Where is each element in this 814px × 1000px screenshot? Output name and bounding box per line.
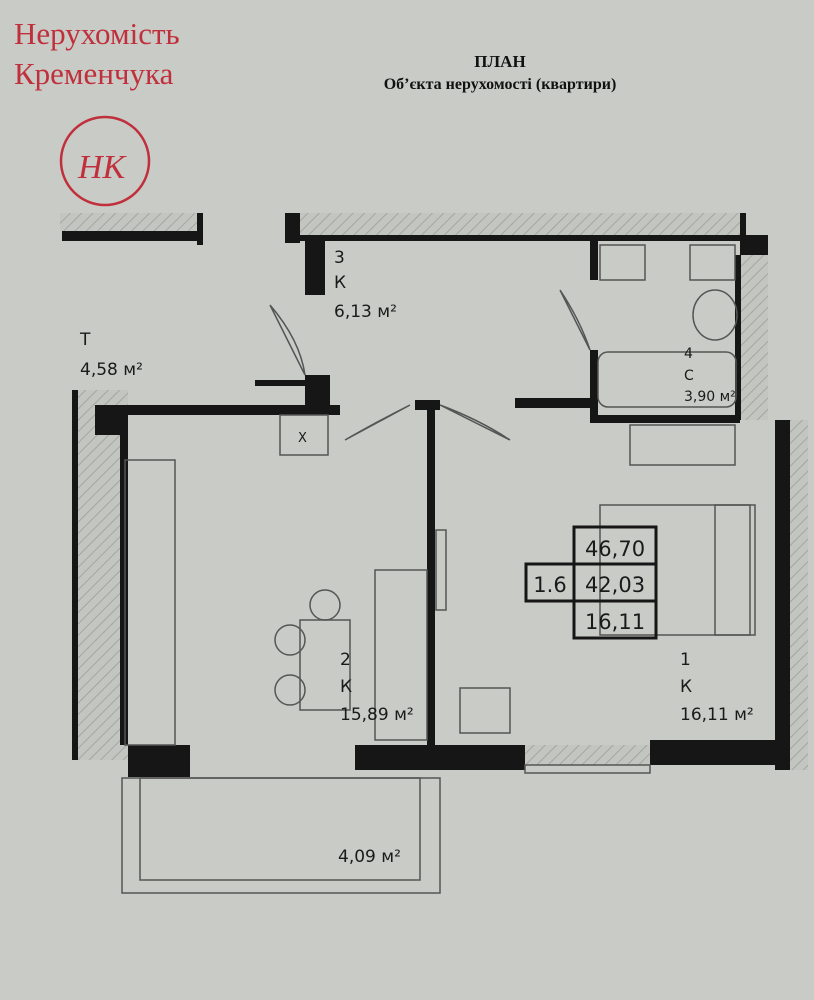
living-total: 42,03 (585, 573, 645, 597)
svg-text:6,13 м²: 6,13 м² (334, 302, 397, 322)
svg-text:3,90 м²: 3,90 м² (684, 389, 736, 405)
svg-text:К: К (334, 273, 346, 293)
fixtures (121, 244, 756, 894)
svg-text:15,89 м²: 15,89 м² (340, 705, 414, 725)
room-1-label: 1 К 16,11 м² (680, 650, 754, 725)
apartment-code: 1.6 (533, 573, 566, 597)
total-area: 46,70 (585, 537, 645, 561)
svg-text:16,11 м²: 16,11 м² (680, 705, 754, 725)
walls (62, 213, 790, 777)
svg-text:2: 2 (340, 650, 351, 670)
plan-subtitle: Об’єкта нерухомості (квартири) (383, 76, 617, 93)
walls-hatched (60, 213, 808, 770)
svg-text:К: К (680, 677, 692, 697)
svg-text:4: 4 (684, 346, 693, 362)
svg-text:К: К (340, 677, 352, 697)
room-2-label: 2 К 15,89 м² (340, 650, 414, 725)
summary-table (524, 525, 658, 640)
svg-text:3: 3 (334, 248, 345, 268)
plan-title: ПЛАН (474, 52, 526, 71)
balcony-label: 4,09 м² (338, 847, 401, 867)
watermark-line2: Кременчука (14, 56, 174, 91)
svg-text:T: T (79, 330, 91, 350)
svg-text:4,58 м²: 4,58 м² (80, 360, 143, 380)
terrace-label: T 4,58 м² (79, 330, 143, 380)
svg-text:С: С (684, 368, 694, 384)
room-3-label: 3 К 6,13 м² (334, 248, 397, 322)
svg-text:1: 1 (680, 650, 691, 670)
watermark-logo: НК (59, 115, 151, 207)
svg-text:НК: НК (77, 149, 128, 186)
vent-mark: X (298, 431, 307, 446)
watermark-line1: Нерухомість (14, 16, 180, 51)
living-area: 16,11 (585, 610, 645, 634)
room-4-label: 4 С 3,90 м² (684, 346, 736, 405)
